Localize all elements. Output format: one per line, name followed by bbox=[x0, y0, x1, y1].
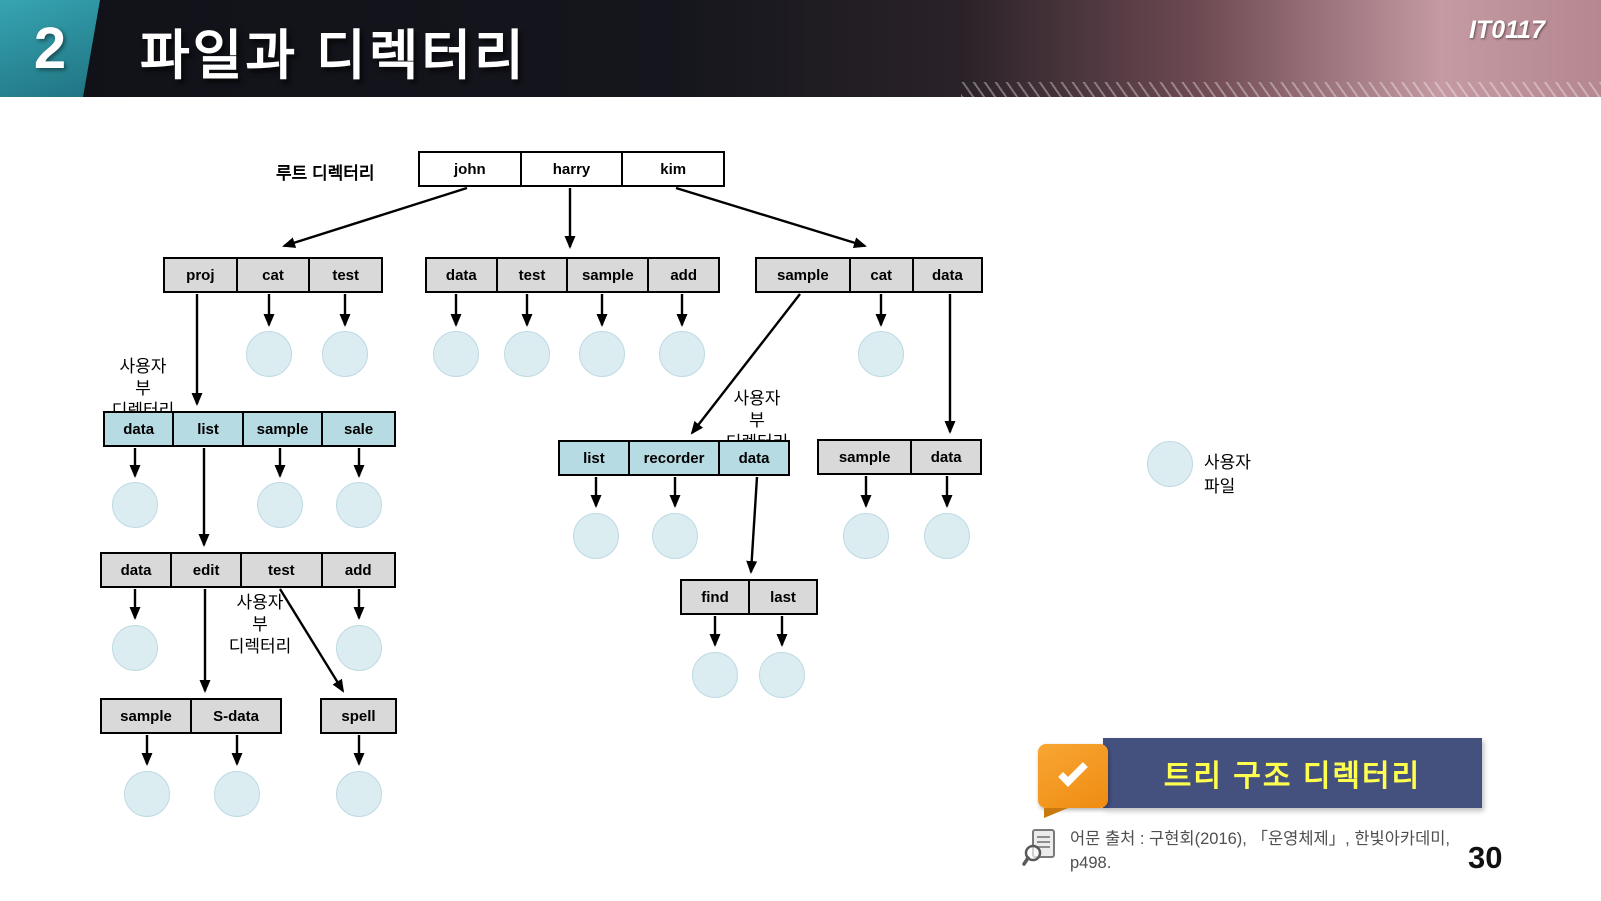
page-title: 파일과 디렉터리 bbox=[140, 26, 527, 86]
cell-list: list bbox=[560, 442, 630, 474]
citation-line2: p498. bbox=[1070, 853, 1112, 872]
user-file-circle bbox=[246, 331, 292, 377]
legend-file-circle bbox=[1147, 441, 1193, 487]
tree-arrow bbox=[675, 186, 867, 249]
cell-sample: sample bbox=[568, 259, 650, 291]
dir-table-edit: sample S-data bbox=[100, 698, 282, 734]
user-file-circle bbox=[652, 513, 698, 559]
user-file-circle bbox=[573, 513, 619, 559]
dir-table-proj: data list sample sale bbox=[103, 411, 396, 447]
user-file-circle bbox=[843, 513, 889, 559]
cell-spell: spell bbox=[341, 707, 376, 725]
cell-data: data bbox=[427, 259, 498, 291]
cell-test: test bbox=[242, 554, 323, 586]
cell-data: data bbox=[105, 413, 175, 445]
cell-data: data bbox=[931, 266, 963, 284]
citation-text: 어문 출처 : 구현회(2016), 「운영체제」, 한빛아카데미, p498. bbox=[1070, 828, 1500, 876]
user-file-circle bbox=[257, 482, 303, 528]
cell-test: test bbox=[498, 259, 569, 291]
header-banner: 2 파일과 디렉터리 IT0117 bbox=[0, 0, 1601, 97]
user-file-circle bbox=[858, 331, 904, 377]
check-ribbon bbox=[1038, 744, 1108, 818]
user-file-circle bbox=[924, 513, 970, 559]
cell-data: data bbox=[930, 448, 962, 466]
cell-harry: harry bbox=[522, 153, 624, 185]
user-file-circle bbox=[336, 482, 382, 528]
cell-cat: cat bbox=[238, 259, 311, 291]
user-subdir-label-lower: 사용자 부 디렉터리 bbox=[228, 593, 292, 656]
cell-add: add bbox=[670, 266, 697, 284]
user-file-circle bbox=[124, 771, 170, 817]
user-file-circle bbox=[112, 482, 158, 528]
cell-sample: sample bbox=[819, 441, 913, 473]
page-number: 30 bbox=[1468, 840, 1503, 875]
cell-sample: sample bbox=[102, 700, 192, 732]
cell-proj: proj bbox=[165, 259, 238, 291]
dir-table-harry: data test sample add bbox=[425, 257, 720, 293]
cell-sample: sample bbox=[757, 259, 851, 291]
course-code: IT0117 bbox=[1469, 16, 1545, 44]
document-magnifier-icon bbox=[1022, 829, 1055, 866]
lesson-number: 2 bbox=[33, 16, 67, 81]
user-file-circle bbox=[336, 771, 382, 817]
cell-sale: sale bbox=[344, 420, 374, 438]
user-file-circle bbox=[504, 331, 550, 377]
user-file-circle bbox=[433, 331, 479, 377]
user-file-circle bbox=[336, 625, 382, 671]
cell-john: john bbox=[420, 153, 522, 185]
callout-label: 트리 구조 디렉터리 bbox=[1163, 760, 1422, 793]
root-directory-label: 루트 디렉터리 bbox=[276, 164, 375, 183]
user-file-circle bbox=[692, 652, 738, 698]
cell-edit: edit bbox=[172, 554, 243, 586]
legend-label: 사용자 파일 bbox=[1204, 453, 1251, 496]
cell-sdata: S-data bbox=[213, 707, 259, 725]
dir-table-find-last: find last bbox=[680, 579, 818, 615]
tree-arrow bbox=[282, 186, 468, 248]
dir-table-sample: list recorder data bbox=[558, 440, 790, 476]
cell-last: last bbox=[770, 588, 796, 606]
citation: 어문 출처 : 구현회(2016), 「운영체제」, 한빛아카데미, p498. bbox=[1022, 828, 1500, 876]
cell-data: data bbox=[102, 554, 173, 586]
user-file-circle bbox=[579, 331, 625, 377]
user-file-circle bbox=[322, 331, 368, 377]
cell-add: add bbox=[344, 561, 372, 579]
dir-table-kim: sample cat data bbox=[755, 257, 983, 293]
cell-sample: sample bbox=[244, 413, 324, 445]
cell-test: test bbox=[332, 266, 360, 284]
dir-table-spell: spell bbox=[320, 698, 397, 734]
section-callout: 트리 구조 디렉터리 bbox=[1103, 738, 1482, 808]
dir-table-list: data edit test add bbox=[100, 552, 396, 588]
citation-line1: 어문 출처 : 구현회(2016), 「운영체제」, 한빛아카데미, bbox=[1070, 830, 1451, 848]
cell-cat: cat bbox=[851, 259, 914, 291]
dir-table-kim-data: sample data bbox=[817, 439, 982, 475]
lesson-number-box: 2 bbox=[0, 0, 100, 97]
dir-table-root: john harry kim bbox=[418, 151, 725, 187]
cell-list: list bbox=[174, 413, 244, 445]
cell-recorder: recorder bbox=[630, 442, 721, 474]
header-stripe-decoration bbox=[961, 82, 1601, 97]
cell-kim: kim bbox=[660, 160, 687, 178]
tree-arrow bbox=[746, 476, 759, 574]
cell-find: find bbox=[682, 581, 750, 613]
dir-table-john: proj cat test bbox=[163, 257, 383, 293]
user-file-circle bbox=[112, 625, 158, 671]
user-file-circle bbox=[659, 331, 705, 377]
user-file-circle bbox=[214, 771, 260, 817]
user-file-circle bbox=[759, 652, 805, 698]
cell-data: data bbox=[738, 449, 770, 467]
check-icon bbox=[1058, 757, 1088, 787]
